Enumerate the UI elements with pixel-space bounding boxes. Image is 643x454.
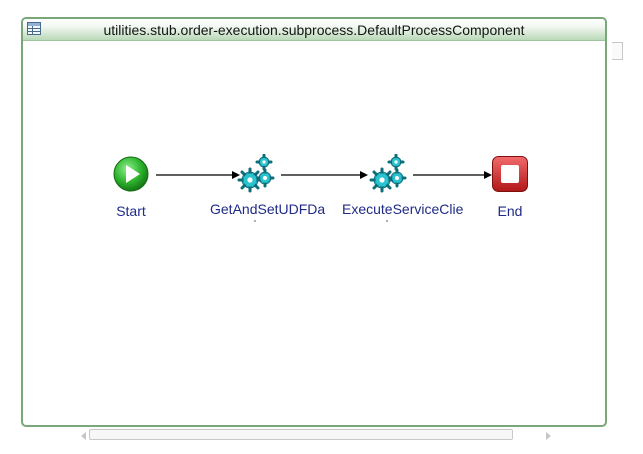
scrollbar-thumb[interactable] [89, 429, 513, 440]
label-overflow-marker [386, 220, 388, 222]
node-label-end: End [497, 203, 523, 219]
gears-icon [369, 154, 407, 193]
scroll-left-arrow-icon[interactable] [81, 432, 86, 440]
horizontal-scrollbar[interactable] [81, 429, 551, 444]
side-panel-edge [612, 42, 623, 60]
diagram-canvas[interactable]: Start [23, 41, 605, 440]
flow-arrow-execute-to-end[interactable] [413, 169, 492, 181]
window-title: utilities.stub.order-execution.subproces… [103, 22, 525, 38]
flow-arrow-start-to-getandset[interactable] [156, 169, 240, 181]
node-label-start: Start [116, 203, 146, 219]
start-play-icon [113, 156, 149, 192]
node-label-executeservice: ExecuteServiceClie [342, 201, 464, 217]
table-grid-icon [27, 22, 41, 35]
end-stop-icon [492, 156, 528, 192]
process-diagram-window: utilities.stub.order-execution.subproces… [21, 17, 607, 440]
scroll-right-arrow-icon[interactable] [546, 432, 551, 440]
title-bar[interactable]: utilities.stub.order-execution.subproces… [23, 19, 605, 41]
node-label-getandsetudf: GetAndSetUDFDa [210, 201, 326, 217]
gears-icon [237, 154, 275, 193]
flow-arrow-getandset-to-execute[interactable] [281, 169, 368, 181]
label-overflow-marker [254, 220, 256, 222]
